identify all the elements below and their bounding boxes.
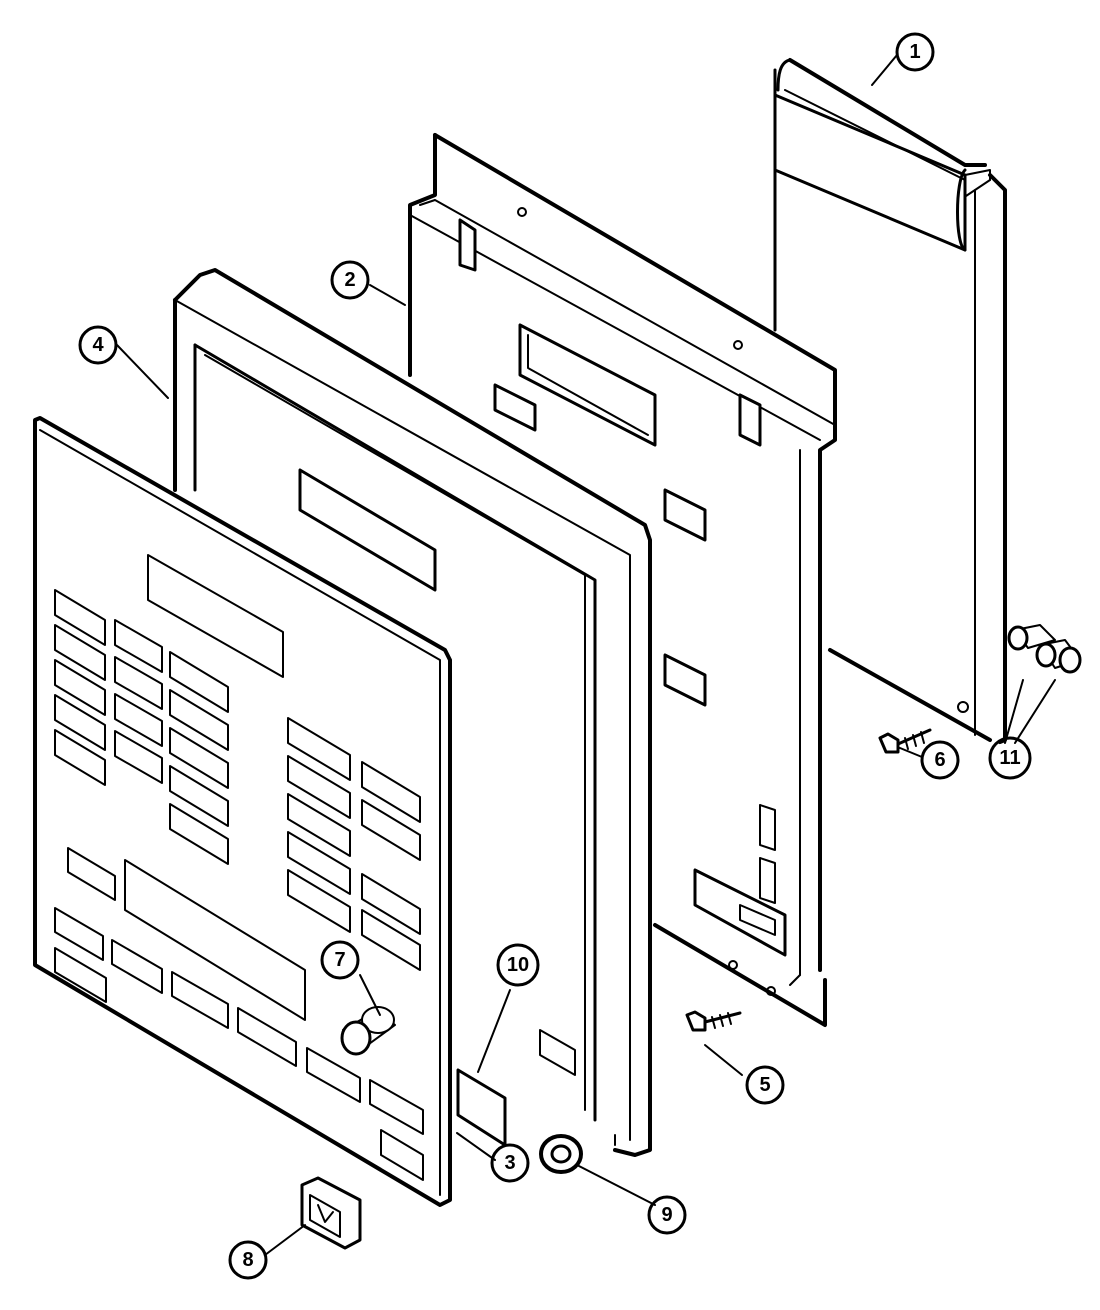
callout-1: 1 [895,32,935,72]
callout-6: 6 [920,740,960,780]
screw-5 [685,1010,742,1032]
svg-text:5: 5 [759,1074,770,1096]
callout-4: 4 [78,325,118,365]
svg-text:10: 10 [507,954,529,976]
callout-11: 11 [988,736,1032,780]
callout-10: 10 [496,943,540,987]
control-panel-backing [408,133,837,1027]
callout-7: 7 [320,940,360,980]
callout-5: 5 [745,1065,785,1105]
trim-frame [173,268,652,1157]
svg-text:8: 8 [242,1249,253,1271]
back-panel-with-hinge [773,58,1007,744]
svg-text:2: 2 [344,269,355,291]
screw-6 [878,728,932,754]
hinge-pins [1007,624,1082,674]
switch-pad [456,1068,507,1147]
svg-text:11: 11 [999,747,1020,769]
callout-8: 8 [228,1240,268,1280]
callout-3: 3 [490,1143,530,1183]
svg-text:3: 3 [504,1152,515,1174]
svg-text:4: 4 [92,334,104,356]
overlay-face-panel [33,416,452,1207]
rocker-switch [300,1176,362,1250]
svg-text:6: 6 [934,749,945,771]
control-knob [340,1006,396,1056]
svg-text:7: 7 [334,949,345,971]
svg-text:9: 9 [661,1204,672,1226]
leader-lines [116,54,1056,1256]
grommet [539,1134,583,1174]
callout-2: 2 [330,260,370,300]
svg-text:1: 1 [909,41,920,63]
callout-9: 9 [647,1195,687,1235]
